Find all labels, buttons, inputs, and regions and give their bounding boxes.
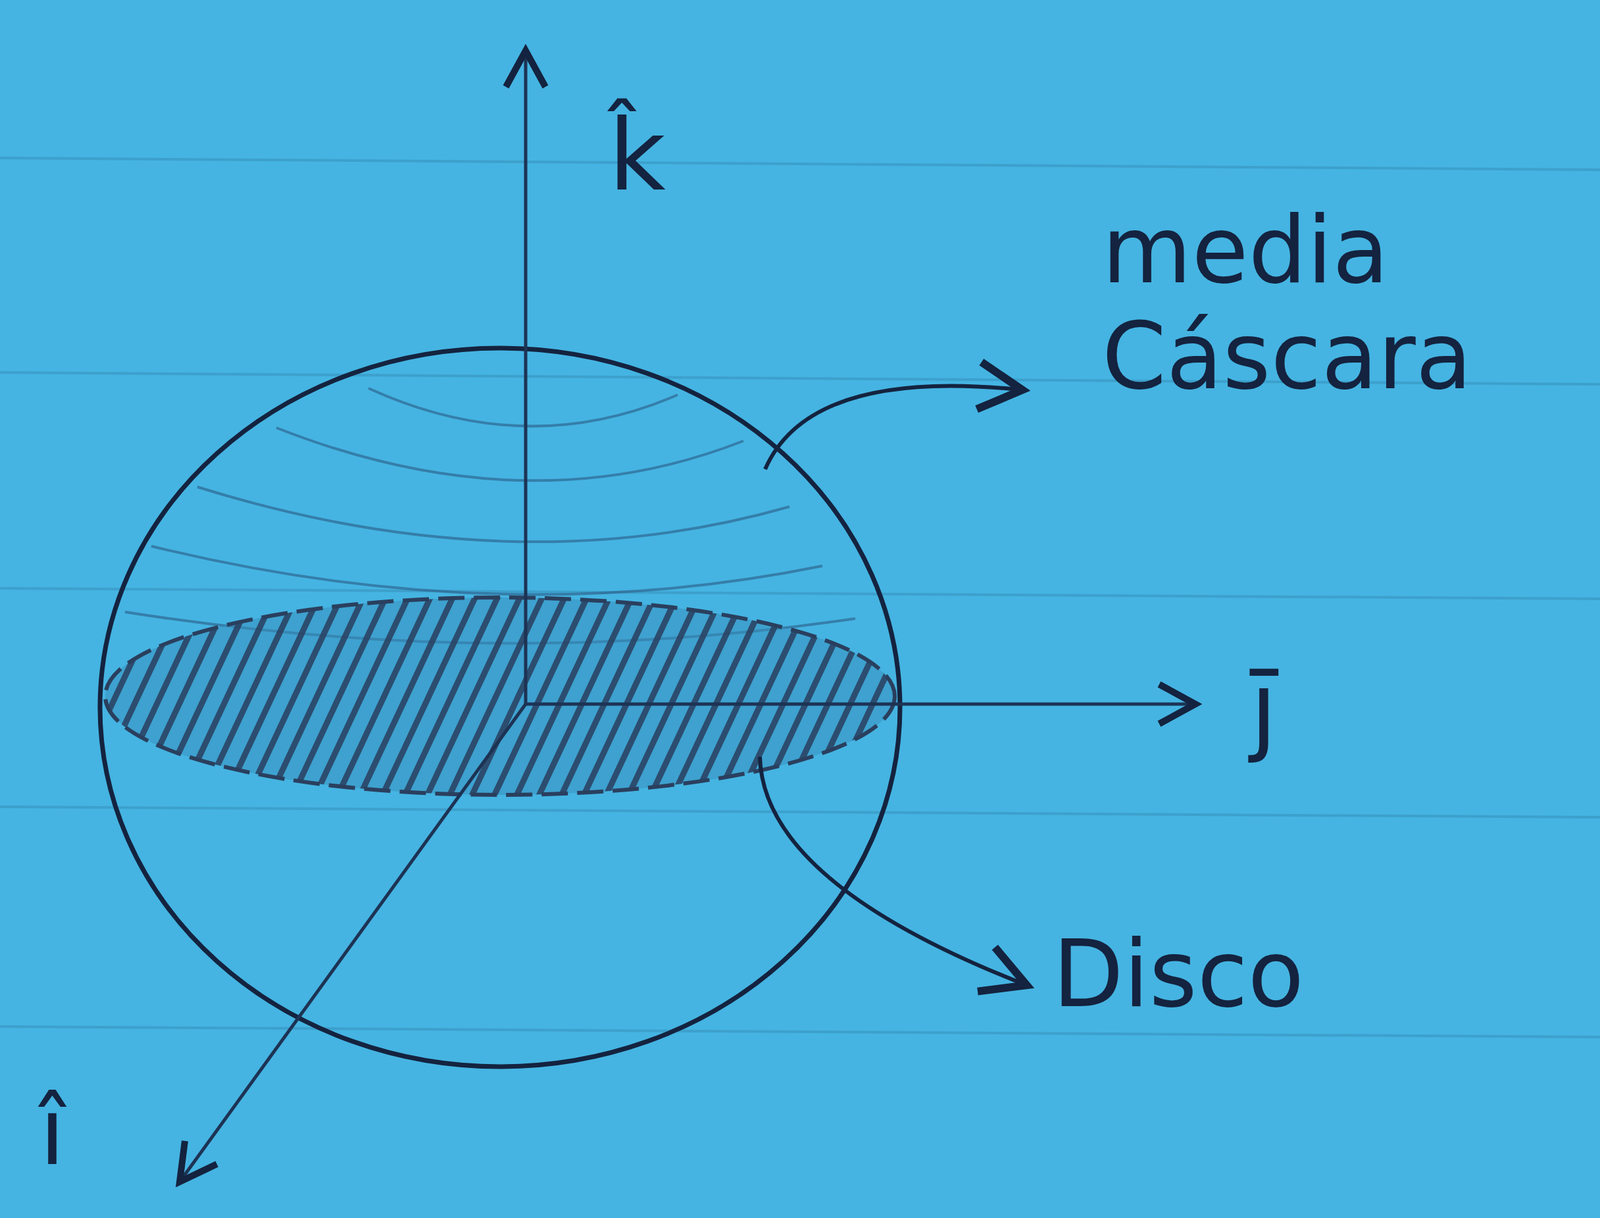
hatch-stroke [736,592,836,803]
part-label: media Cáscara [1101,197,1563,410]
part-label: Disco [1052,921,1304,1027]
hatch-stroke [88,592,187,803]
axes [181,53,1193,1179]
axis-label: î [39,1078,66,1185]
hatch-stroke [781,592,881,803]
hatch-stroke [65,592,165,803]
hatch-stroke [110,592,210,803]
axis-label: k̂ [608,98,666,213]
hatch-stroke [915,592,1015,803]
axis-label: j̄ [1250,651,1278,766]
hatch-stroke [938,592,1037,803]
hatched-disk [65,592,1082,803]
hatch-stroke [871,592,970,803]
hatch-stroke [826,592,925,803]
hatch-stroke [960,592,1060,803]
hatch-stroke [982,592,1082,803]
hatch-stroke [893,592,993,803]
paper-lines [0,157,1600,1037]
leader-arrows [759,385,1024,984]
sphere-outline [100,348,900,1067]
hatch-stroke [132,592,232,803]
